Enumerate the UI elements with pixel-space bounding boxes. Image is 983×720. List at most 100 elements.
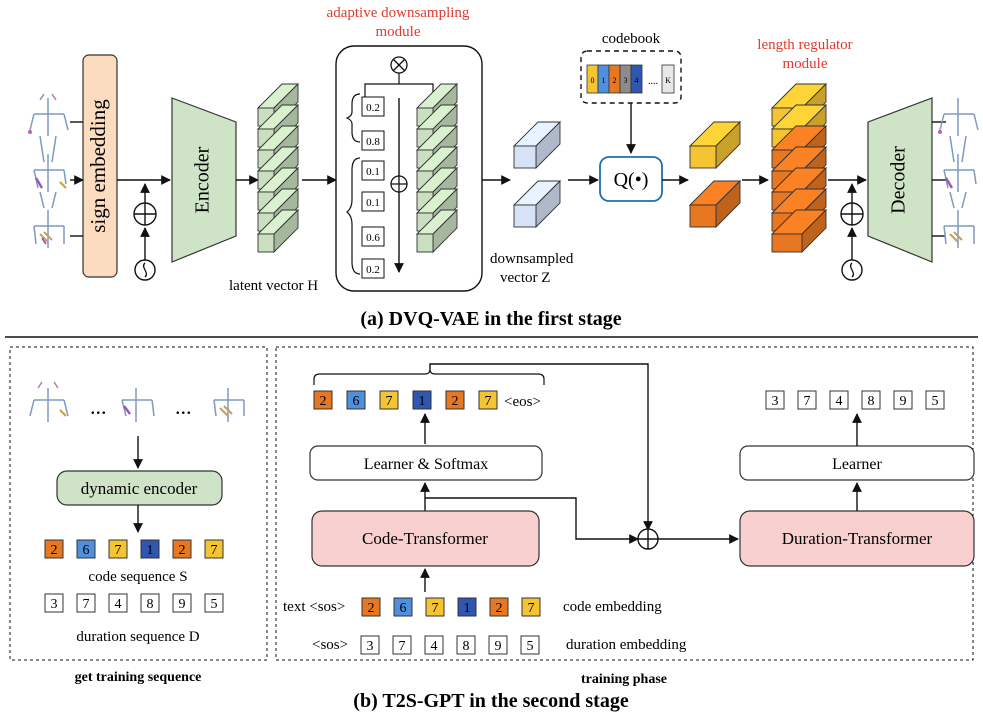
code-token [425,597,445,617]
sign-embedding-block [82,54,118,278]
lr-title-line2: module [783,56,828,72]
weight-box [361,130,385,151]
weight-box [361,96,385,117]
codebook-cell-index: 2 [613,76,617,85]
duration-token [456,635,476,655]
training-phase-panel [275,346,974,661]
skeleton-figure [121,388,155,422]
duration-token [520,635,540,655]
duration-token-value: 7 [804,394,811,409]
code-token [204,539,224,559]
duration-token-value: 3 [51,597,58,612]
duration-token [108,593,128,613]
encoder-block [171,97,237,263]
duration-token-value: 5 [211,597,218,612]
code-token-value: 7 [528,601,535,616]
latent-cube [256,208,300,254]
code-embedding-label: code embedding [563,599,662,615]
duration-token [925,390,945,410]
downsampled-vector-z [512,120,562,229]
code-token-value: 6 [400,601,407,616]
codebook-cell [630,64,643,94]
code-token-value: 6 [83,543,90,558]
duration-token [797,390,817,410]
skeleton-figure [943,154,977,209]
code-token [44,539,64,559]
code-token-value: 2 [51,543,58,558]
weight-value: 0.1 [366,166,380,178]
duration-token-value: 9 [900,394,907,409]
weight-value: 0.2 [366,264,380,276]
duration-token-value: 5 [527,639,534,654]
downsampled-label-line1: downsampled [490,251,574,267]
lr-title-line1: length regulator [757,37,852,53]
quantized-code-cube [688,179,742,229]
code-token [346,390,366,410]
code-token-value: 2 [452,394,459,409]
ellipsis-1: ... [90,394,107,419]
sos-token: <sos> [312,637,348,653]
sign-embedding-label: sign embedding [86,99,110,233]
codebook-cell-index: 3 [624,76,628,85]
code-transformer-label: Code-Transformer [362,529,488,548]
duration-token-value: 8 [463,639,470,654]
skip-connection [429,363,653,531]
code-token-value: 1 [464,601,471,616]
code-token [108,539,128,559]
duration-token [140,593,160,613]
eos-token: <eos> [504,394,541,410]
weight-value: 0.2 [366,102,380,114]
codebook-dots: .... [648,76,658,87]
latent-vector-stack [256,82,300,254]
sequence-skeletons [29,381,245,422]
learner-label: Learner [832,456,882,473]
skeleton-figure [29,381,69,422]
weight-brace-top [345,93,361,143]
code-token-value: 2 [496,601,503,616]
stage1-caption: (a) DVQ-VAE in the first stage [360,308,621,330]
adaptive-downsampling-module [335,45,483,292]
duration-token [360,635,380,655]
skeleton-figure [938,98,979,163]
code-token [140,539,160,559]
code-token-value: 1 [147,543,154,558]
skeleton-figure [33,154,67,209]
code-token [172,539,192,559]
z-cube [512,179,562,229]
regulated-code-cube [770,208,828,254]
output-brace [313,368,545,385]
code-token [457,597,477,617]
code-transformer-block [311,510,540,567]
duration-token [392,635,412,655]
duration-token [424,635,444,655]
ads-title-line2: module [376,24,421,40]
training-sequence-panel [9,346,268,661]
code-token [478,390,498,410]
code-token-value: 2 [179,543,186,558]
weight-box [361,160,385,181]
duration-transformer-label: Duration-Transformer [782,529,933,548]
code-sequence-label: code sequence S [88,569,187,585]
weight-brace-bottom [346,157,361,275]
duration-token [172,593,192,613]
duration-token-value: 4 [836,394,843,409]
duration-token-value: 8 [868,394,875,409]
length-regulator-stack [770,82,828,254]
code-token-value: 7 [386,394,393,409]
skeleton-figure [943,210,975,248]
code-token-value: 1 [419,394,426,409]
code-token [361,597,381,617]
code-token-value: 6 [353,394,360,409]
ads-title-line1: adaptive downsampling [327,5,470,21]
latent-vector-label: latent vector H [229,278,318,294]
encoder-label: Encoder [192,146,214,213]
duration-token [893,390,913,410]
quantizer-block [599,156,663,202]
codebook-cell-index: 4 [635,76,639,85]
duration-token-value: 4 [431,639,438,654]
